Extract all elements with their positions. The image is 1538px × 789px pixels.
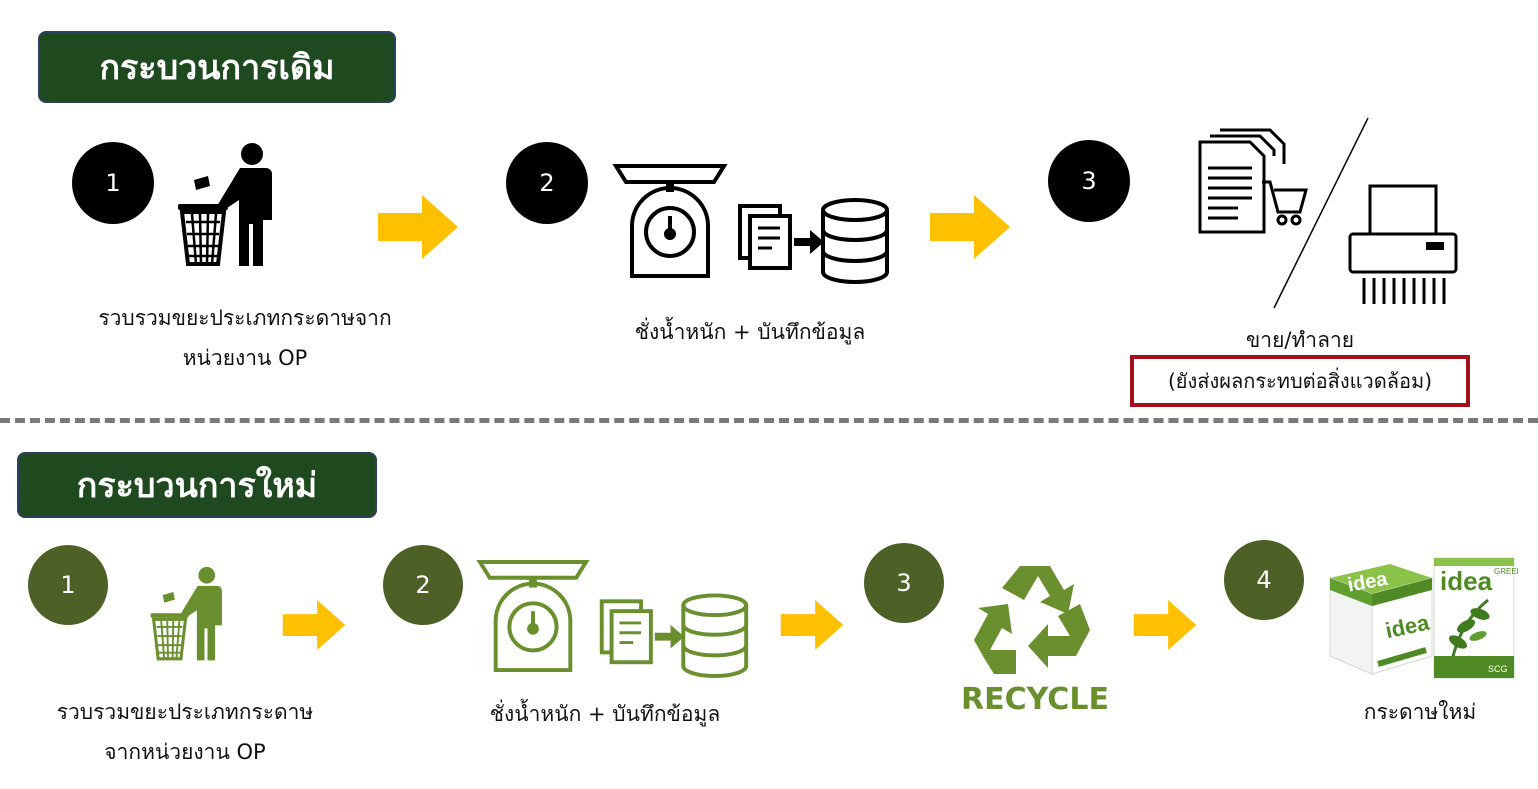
new-process-title: กระบวนการใหม่: [17, 452, 377, 518]
arrow-right-icon: [1133, 600, 1197, 650]
product-tag-text: GREEN: [1494, 567, 1518, 576]
old-process-title-text: กระบวนการเดิม: [99, 48, 335, 88]
old-step-1-number: 1: [72, 142, 154, 224]
new-step-2-number: 2: [383, 545, 463, 625]
old-process-title: กระบวนการเดิม: [38, 31, 396, 103]
new-step-4-number: 4: [1224, 540, 1304, 620]
scale-database-icon: [612, 164, 889, 284]
product-ream-brand-text: idea: [1440, 566, 1493, 596]
section-divider: [0, 418, 1538, 423]
old-step-1-caption: รวบรวมขยะประเภทกระดาษจาก หน่วยงาน OP: [98, 306, 392, 370]
old-step-3-number: 3: [1048, 140, 1130, 222]
new-step-1-caption: รวบรวมขยะประเภทกระดาษ จากหน่วยงาน OP: [56, 700, 314, 764]
old-step-2-number: 2: [506, 142, 588, 224]
recycle-label: RECYCLE: [961, 682, 1109, 717]
arrow-right-icon: [780, 600, 844, 650]
environment-warning-box: (ยังส่งผลกระทบต่อสิ่งแวดล้อม): [1130, 355, 1470, 407]
new-step-3-number: 3: [864, 543, 944, 623]
person-trash-icon: [150, 566, 222, 661]
new-step-1-number: 1: [28, 545, 108, 625]
new-process-title-text: กระบวนการใหม่: [76, 466, 318, 506]
paper-box-icon: idea idea GREEN idea SCG: [1329, 557, 1518, 679]
arrow-right-icon: [282, 600, 346, 650]
arrow-right-icon: [930, 195, 1010, 259]
old-step-3-caption: ขาย/ทำลาย: [1245, 328, 1355, 352]
recycle-icon: [974, 566, 1090, 674]
product-maker-text: SCG: [1488, 664, 1508, 674]
person-trash-icon: [178, 143, 272, 266]
new-step-2-caption: ชั่งน้ำหนัก + บันทึกข้อมูล: [489, 702, 721, 726]
new-step-4-caption: กระดาษใหม่: [1363, 700, 1477, 724]
old-step-2-caption: ชั่งน้ำหนัก + บันทึกข้อมูล: [634, 320, 866, 344]
sell-shred-icon: [1198, 117, 1458, 309]
scale-database-icon: [476, 560, 749, 678]
arrow-right-icon: [378, 195, 458, 259]
